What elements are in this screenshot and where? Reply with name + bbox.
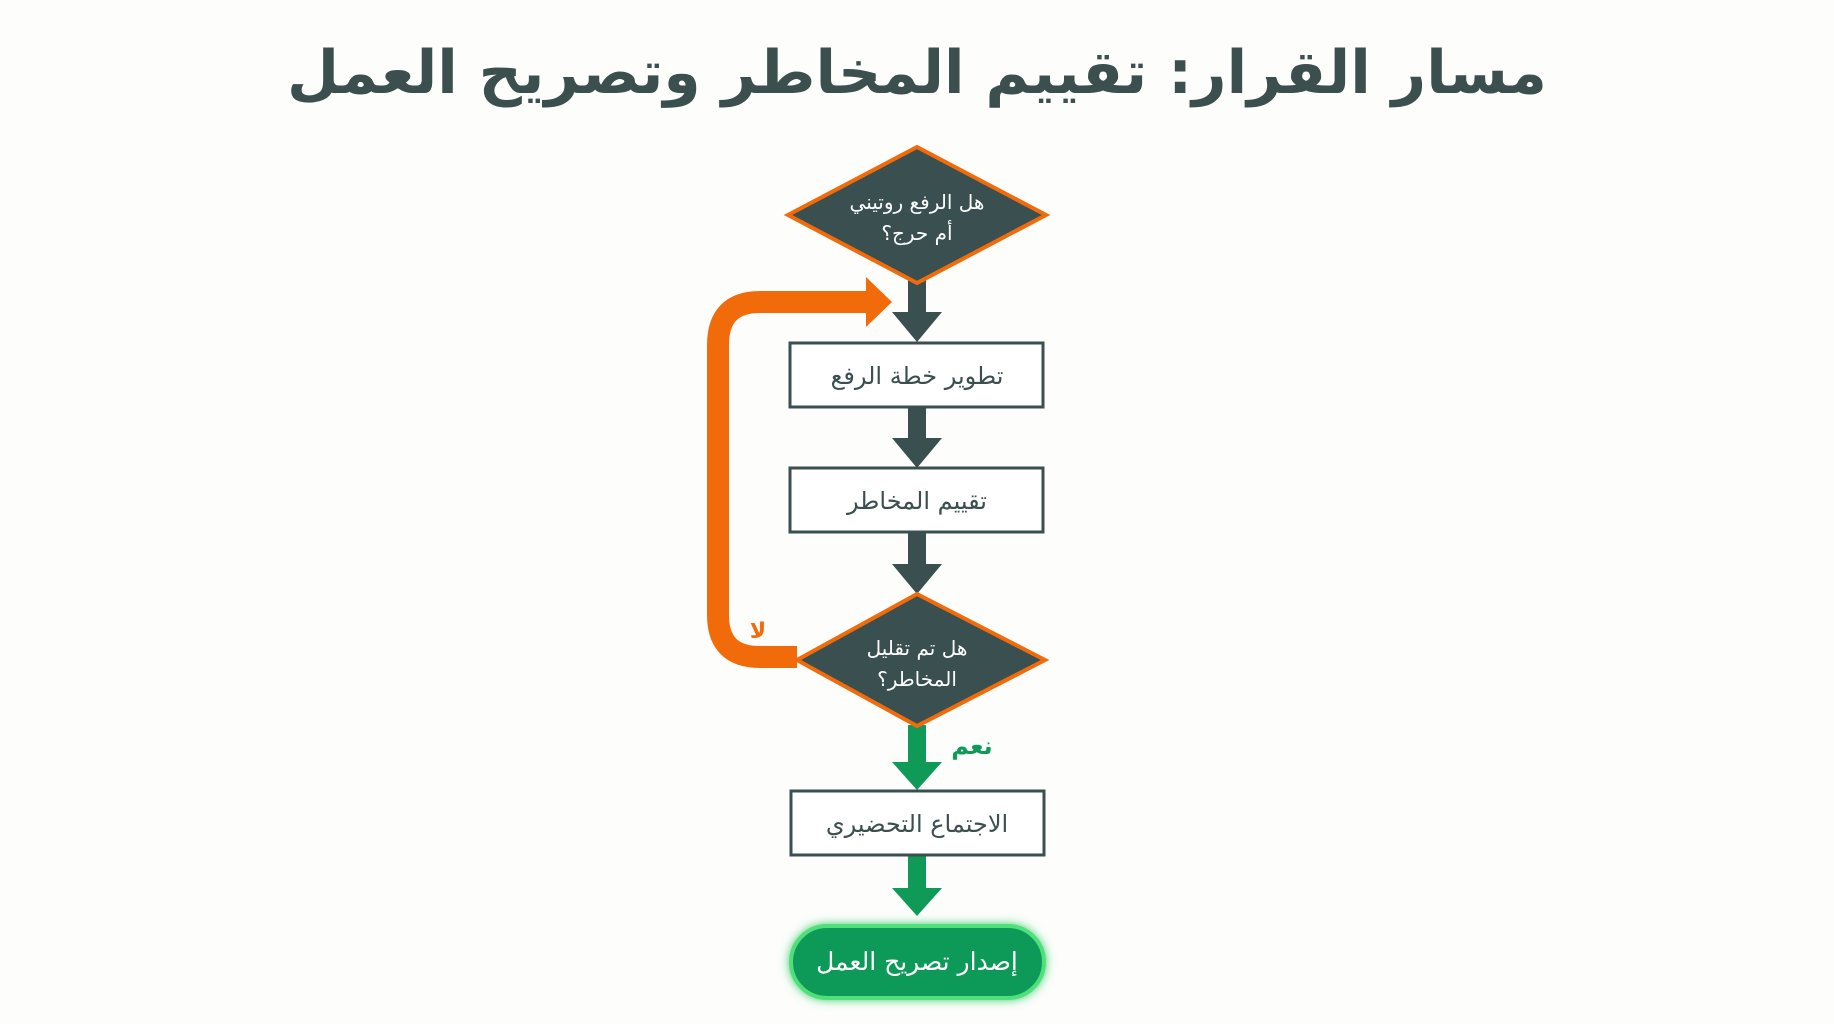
process-pre-meeting: الاجتماع التحضيري (789, 789, 1046, 857)
process-risk-assessment: تقييم المخاطر (788, 466, 1045, 534)
arrow-decision1-to-plan (892, 280, 942, 342)
arrow-yes-to-meeting (892, 725, 942, 790)
decision2-line1: هل تم تقليل (867, 636, 968, 660)
risk-assessment-label: تقييم المخاطر (846, 487, 987, 515)
decision-routine-or-critical: هل الرفع روتيني أم حرج؟ (783, 144, 1051, 286)
issue-permit-label: إصدار تصريح العمل (816, 947, 1018, 977)
edge-label-yes: نعم (951, 732, 992, 760)
arrow-meeting-to-permit (892, 856, 942, 916)
arrow-risk-to-decision2 (892, 532, 942, 594)
process-develop-lift-plan: تطوير خطة الرفع (788, 341, 1045, 409)
develop-plan-label: تطوير خطة الرفع (831, 362, 1004, 390)
decision1-line2: أم حرج؟ (881, 220, 952, 245)
decision1-line1: هل الرفع روتيني (850, 190, 985, 215)
no-loop-arrow (707, 277, 892, 668)
decision-risks-reduced: هل تم تقليل المخاطر؟ (792, 591, 1050, 729)
page-title: مسار القرار: تقييم المخاطر وتصريح العمل (287, 38, 1547, 108)
edge-label-no: لا (750, 619, 766, 644)
decision2-line2: المخاطر؟ (877, 667, 957, 691)
pre-meeting-label: الاجتماع التحضيري (826, 810, 1008, 838)
terminal-issue-permit: إصدار تصريح العمل (789, 924, 1046, 1000)
arrow-plan-to-risk (892, 408, 942, 468)
